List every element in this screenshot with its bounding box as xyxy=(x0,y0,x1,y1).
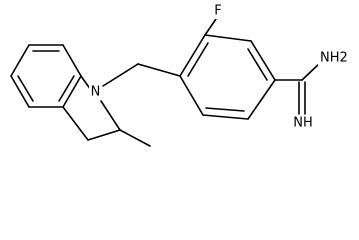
bond xyxy=(250,40,276,81)
bond xyxy=(179,34,206,77)
amine-bond xyxy=(301,62,321,81)
benzene-ring-right xyxy=(179,34,276,120)
bond xyxy=(100,100,121,131)
atom-nitrogen: N xyxy=(89,84,102,100)
fluorine-label: F xyxy=(214,4,221,19)
double-bond-inner xyxy=(205,107,245,112)
bond xyxy=(10,44,30,77)
bond xyxy=(204,34,252,42)
methyl-bond xyxy=(119,129,151,147)
double-bond-inner xyxy=(247,48,268,81)
bond xyxy=(10,75,30,108)
chemical-structure: N F NH2 NH xyxy=(10,3,352,147)
bond xyxy=(202,114,249,120)
bond xyxy=(62,75,82,108)
double-bond-inner xyxy=(58,75,75,102)
n-ch2-bond xyxy=(102,63,139,87)
double-bond-inner xyxy=(187,42,209,77)
bond xyxy=(62,106,89,141)
double-bond-inner xyxy=(17,75,34,102)
atom-imine: NH xyxy=(291,115,315,131)
fluorine-bond xyxy=(204,18,217,36)
atom-fluorine: F xyxy=(212,3,224,19)
bond xyxy=(179,75,204,116)
nitrogen-label: N xyxy=(91,85,101,100)
bond xyxy=(247,79,276,120)
imine-label: NH xyxy=(293,116,313,131)
ch2-ring-bond xyxy=(137,63,181,77)
atom-amine: NH2 xyxy=(318,50,352,66)
amine-label: NH2 xyxy=(320,51,348,66)
bond xyxy=(87,129,121,141)
benzene-ring-left xyxy=(10,44,82,108)
bond xyxy=(62,44,82,77)
